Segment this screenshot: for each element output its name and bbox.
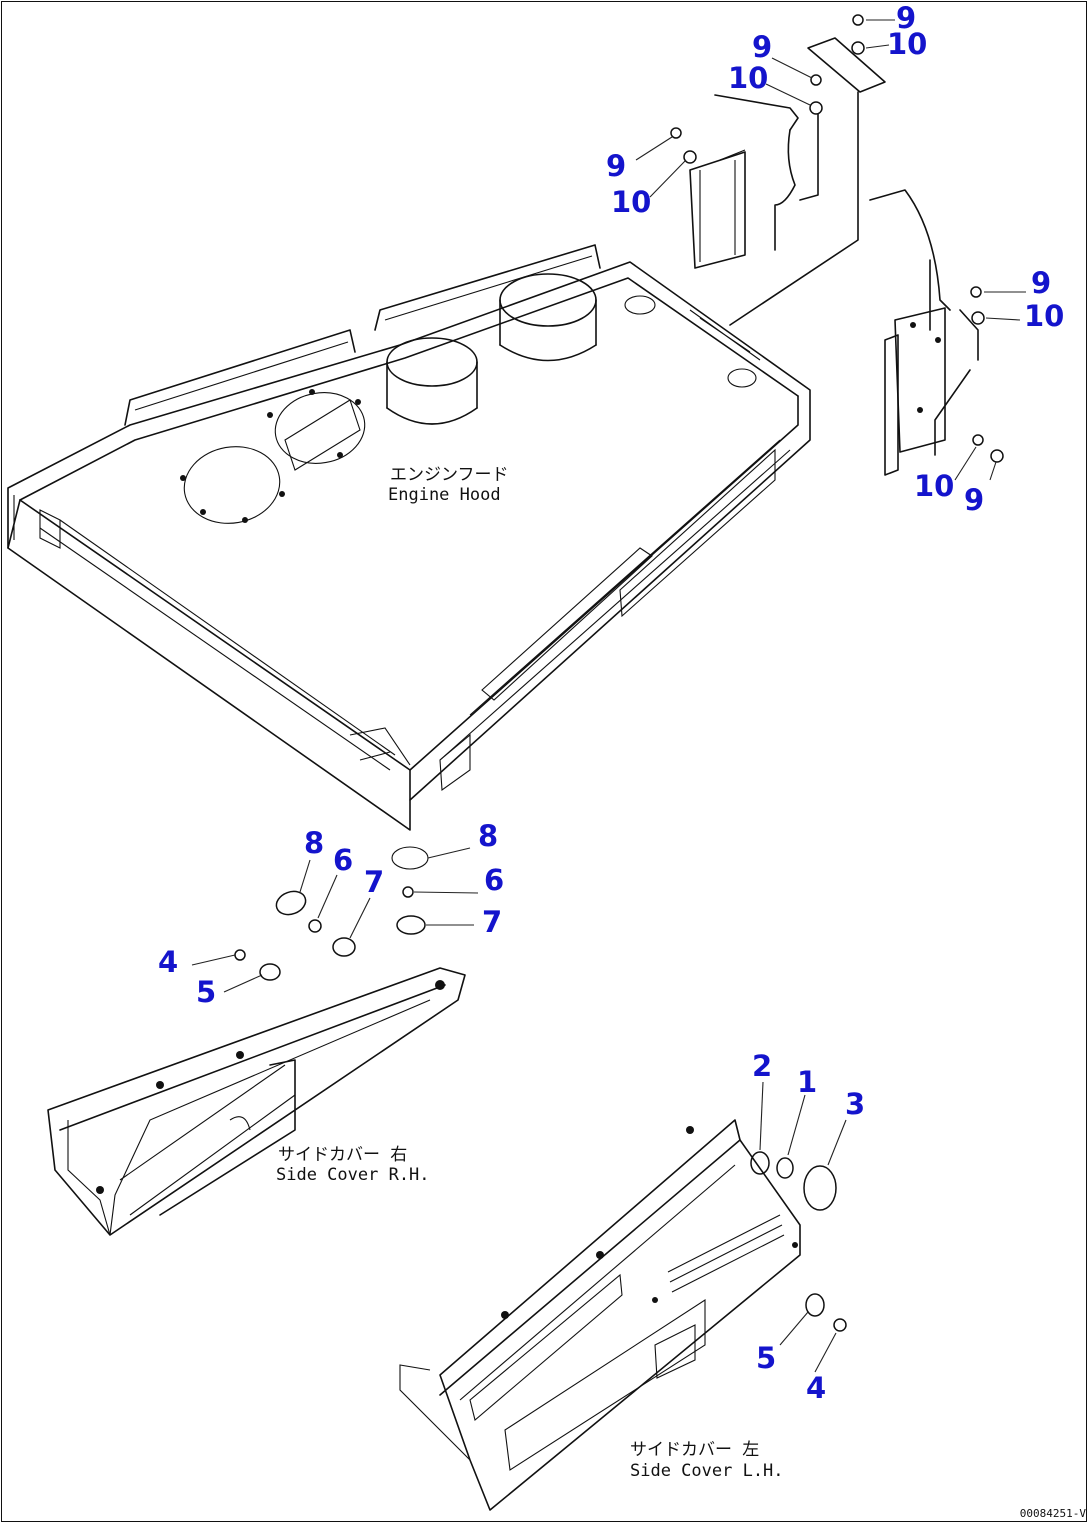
engine-hood-drawing (7, 244, 811, 831)
callout-number: 10 (611, 185, 651, 219)
side-cover-rh-label-jp: サイドカバー 右 (278, 1145, 407, 1165)
callout-number: 10 (1024, 299, 1064, 333)
callout-numbers: 9 10 9 10 9 10 9 10 10 9 8 6 7 4 5 8 6 7… (158, 1, 1064, 1405)
callout-number: 3 (845, 1087, 865, 1121)
callout-number: 9 (964, 483, 984, 517)
callout-number: 7 (364, 865, 384, 899)
callout-number: 9 (1031, 266, 1051, 300)
callout-number: 4 (806, 1371, 826, 1405)
callout-number: 8 (304, 826, 324, 860)
callout-number: 6 (333, 843, 353, 877)
fasteners-drawing (234, 14, 1004, 1332)
part-name-labels: エンジンフード Engine Hood サイドカバー 右 Side Cover … (276, 465, 1086, 1520)
callout-number: 9 (896, 1, 916, 35)
callout-number: 9 (752, 30, 772, 64)
callout-number: 8 (478, 819, 498, 853)
callout-number: 6 (484, 863, 504, 897)
callout-number: 4 (158, 945, 178, 979)
callout-number: 10 (914, 469, 954, 503)
reference-code: 00084251-V (1020, 1507, 1087, 1520)
callout-number: 10 (728, 61, 768, 95)
engine-hood-label-jp: エンジンフード (390, 465, 509, 485)
side-cover-lh-label-jp: サイドカバー 左 (630, 1440, 759, 1460)
callout-number: 5 (196, 975, 216, 1009)
leader-lines (191, 19, 1026, 1373)
side-cover-lh-drawing (399, 1119, 801, 1511)
callout-number: 7 (482, 905, 502, 939)
callout-number: 1 (797, 1065, 817, 1099)
upper-brackets-drawing (689, 37, 979, 476)
side-cover-rh-drawing (47, 967, 466, 1236)
callout-number: 5 (756, 1341, 776, 1375)
engine-hood-label-en: Engine Hood (388, 485, 501, 505)
side-cover-lh-label-en: Side Cover L.H. (630, 1461, 784, 1481)
callout-number: 9 (606, 149, 626, 183)
side-cover-rh-label-en: Side Cover R.H. (276, 1165, 430, 1185)
callout-number: 10 (887, 27, 927, 61)
callout-number: 2 (752, 1049, 772, 1083)
